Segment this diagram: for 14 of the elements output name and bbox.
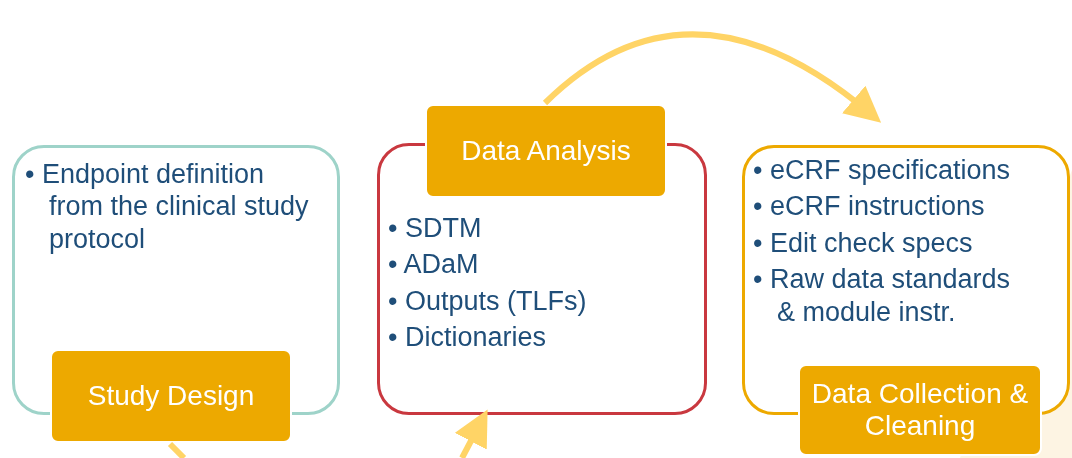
bullet-item: • eCRF specifications: [753, 154, 1012, 187]
bullet-item: • Outputs (TLFs): [388, 284, 588, 318]
arrow: [543, 31, 882, 123]
bullet-item: • Edit check specs: [753, 226, 974, 260]
arrow: [454, 409, 488, 458]
bullet-item: • Endpoint definition from the clinical study protocol: [25, 158, 310, 256]
bullet-item: • SDTM: [388, 212, 483, 245]
bullet-item: • ADaM: [388, 248, 480, 281]
stage-label: Data Analysis: [425, 104, 667, 198]
stage-label: Data Collection & Cleaning: [798, 364, 1042, 456]
stage-label: Study Design: [50, 349, 292, 443]
bullet-item: • Dictionaries: [388, 321, 547, 354]
bullet-item: • eCRF instructions: [753, 190, 986, 223]
bullet-item: • Raw data standards & module instr.: [753, 263, 1012, 328]
